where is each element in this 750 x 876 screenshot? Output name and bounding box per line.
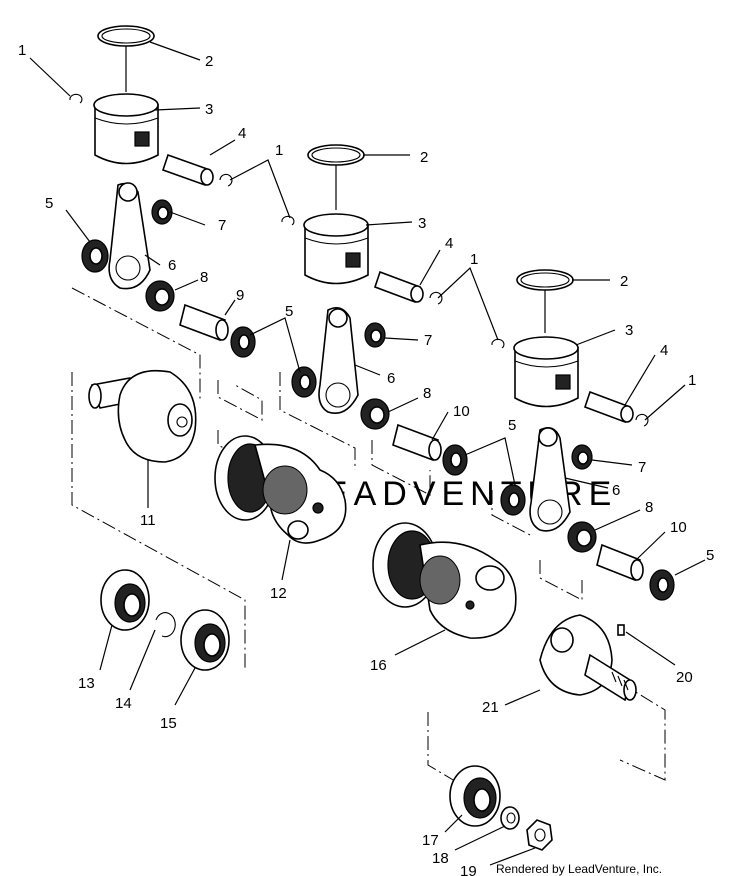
thrust-washer xyxy=(442,444,468,476)
callout-5: 5 xyxy=(706,547,714,564)
nut xyxy=(526,819,553,851)
piston-pin xyxy=(583,390,634,424)
circlip xyxy=(219,173,233,187)
thrust-washer xyxy=(230,326,256,358)
callout-6: 6 xyxy=(612,482,620,499)
crankshaft-center-section xyxy=(214,435,347,544)
main-bearing xyxy=(449,765,501,827)
callout-17: 17 xyxy=(422,832,439,849)
piston xyxy=(93,93,159,165)
callout-12: 12 xyxy=(270,585,287,602)
piston-pin xyxy=(161,153,214,187)
circlip xyxy=(429,291,443,305)
connecting-rod xyxy=(529,427,571,532)
callout-19: 19 xyxy=(460,863,477,876)
piston-group-middle xyxy=(281,144,468,476)
callout-10: 10 xyxy=(453,403,470,420)
callout-9: 9 xyxy=(236,287,244,304)
thrust-washer xyxy=(649,569,675,601)
piston-group-left xyxy=(69,25,256,358)
piston xyxy=(513,336,579,408)
credit-text: Rendered by LeadVenture, Inc. xyxy=(496,862,662,876)
thrust-washer xyxy=(500,484,526,516)
callout-2: 2 xyxy=(620,273,628,290)
piston xyxy=(303,213,369,285)
piston-pin xyxy=(373,270,424,304)
thrust-washer xyxy=(81,239,109,273)
callout-11: 11 xyxy=(140,512,156,529)
connecting-rod xyxy=(318,307,359,414)
callout-20: 20 xyxy=(676,669,693,686)
callout-1: 1 xyxy=(688,372,696,389)
needle-bearing xyxy=(567,521,597,553)
woodruff-key xyxy=(617,624,625,636)
callout-5: 5 xyxy=(45,195,53,212)
callout-numbers: 1 2 3 4 1 5 7 6 8 9 5 2 3 4 1 7 6 8 10 5… xyxy=(18,42,714,876)
callout-3: 3 xyxy=(205,101,213,118)
callout-4: 4 xyxy=(660,342,668,359)
circlip xyxy=(491,338,505,349)
callout-2: 2 xyxy=(420,149,428,166)
main-bearing xyxy=(100,569,150,631)
callout-2: 2 xyxy=(205,53,213,70)
crankshaft-center-section xyxy=(372,522,517,639)
callout-4: 4 xyxy=(445,235,453,252)
callout-3: 3 xyxy=(418,215,426,232)
crank-pin xyxy=(179,303,229,342)
circlip xyxy=(635,413,649,427)
callout-8: 8 xyxy=(423,385,431,402)
callout-1: 1 xyxy=(470,251,478,268)
callout-6: 6 xyxy=(168,257,176,274)
callout-6: 6 xyxy=(387,370,395,387)
piston-group-right xyxy=(491,269,675,601)
callout-3: 3 xyxy=(625,322,633,339)
snap-ring xyxy=(155,612,176,638)
callout-8: 8 xyxy=(645,499,653,516)
flat-washer xyxy=(500,806,520,830)
callout-7: 7 xyxy=(638,459,646,476)
needle-bearing xyxy=(145,280,175,312)
circlip xyxy=(281,215,295,226)
callout-10: 10 xyxy=(670,519,687,536)
callout-14: 14 xyxy=(115,695,132,712)
callout-7: 7 xyxy=(424,332,432,349)
main-bearing xyxy=(180,609,230,671)
circlip xyxy=(69,93,83,104)
callout-1: 1 xyxy=(275,142,283,159)
callout-8: 8 xyxy=(200,269,208,286)
needle-bearing xyxy=(571,444,593,470)
crankshaft-end-section xyxy=(539,614,637,702)
thrust-washer xyxy=(291,366,317,398)
callout-15: 15 xyxy=(160,715,177,732)
crank-pin xyxy=(392,423,442,462)
needle-bearing xyxy=(151,199,173,225)
leader-lines xyxy=(29,41,706,866)
callout-5: 5 xyxy=(285,303,293,320)
callout-18: 18 xyxy=(432,850,449,867)
callout-5: 5 xyxy=(508,417,516,434)
crankshaft-end-section xyxy=(88,369,197,463)
needle-bearing xyxy=(364,322,386,348)
callout-7: 7 xyxy=(218,217,226,234)
needle-bearing xyxy=(360,398,390,430)
callout-1: 1 xyxy=(18,42,26,59)
callout-4: 4 xyxy=(238,125,246,142)
callout-16: 16 xyxy=(370,657,387,674)
connecting-rod xyxy=(108,182,151,290)
crank-pin xyxy=(596,543,644,582)
callout-13: 13 xyxy=(78,675,95,692)
callout-21: 21 xyxy=(482,699,499,716)
